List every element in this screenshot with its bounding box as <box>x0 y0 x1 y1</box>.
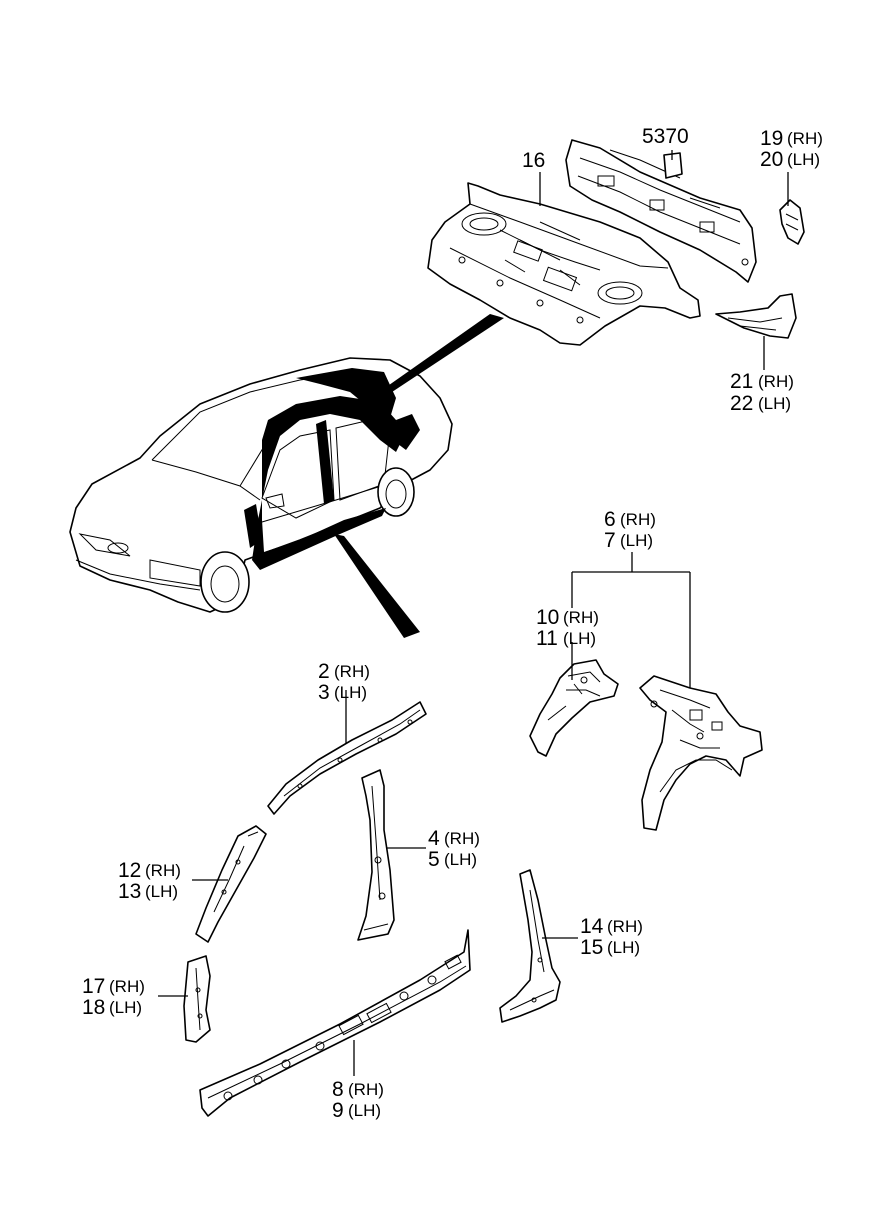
callout-10: 10 <box>536 606 559 629</box>
callout-4-side: (RH) <box>444 829 480 848</box>
callout-6-side: (RH) <box>620 510 656 529</box>
callout-3-side: (LH) <box>334 683 367 702</box>
callout-11-side: (LH) <box>563 629 596 648</box>
callout-2-side: (RH) <box>334 662 370 681</box>
callout-11: 11 <box>536 627 558 650</box>
callout-19-side: (RH) <box>787 129 823 148</box>
callout-9-side: (LH) <box>348 1101 381 1120</box>
callout-22-side: (LH) <box>758 394 791 413</box>
callout-17: 17 <box>82 975 105 998</box>
callout-9: 9 <box>332 1099 344 1122</box>
side-sill-8-9-part[interactable] <box>199 929 471 1117</box>
callout-21-side: (RH) <box>758 372 794 391</box>
callout-13: 13 <box>118 880 141 903</box>
callout-17-side: (RH) <box>109 977 145 996</box>
pointer-to-rear-tray <box>382 314 504 392</box>
bracket-19-20-part[interactable] <box>779 199 805 245</box>
callout-13-side: (LH) <box>145 882 178 901</box>
callout-labels: 16 5370 19 (RH) 20 (LH) 21 (RH) 22 (LH) … <box>82 125 823 1122</box>
callout-12-side: (RH) <box>145 861 181 880</box>
callout-20-side: (LH) <box>787 150 820 169</box>
leader-lines <box>158 150 789 1076</box>
lower-a-pillar-17-18-part[interactable] <box>183 955 211 1043</box>
label-tag-5370-part[interactable] <box>663 152 683 179</box>
car-illustration <box>69 357 453 613</box>
quarter-inner-6-7-part[interactable] <box>639 675 763 831</box>
front-pillar-12-13-part[interactable] <box>195 825 267 943</box>
callout-3: 3 <box>318 681 330 704</box>
callout-5370: 5370 <box>642 125 689 148</box>
callout-7-side: (LH) <box>620 531 653 550</box>
callout-19: 19 <box>760 127 783 150</box>
callout-15: 15 <box>580 936 603 959</box>
center-pillar-4-5-part[interactable] <box>357 769 395 941</box>
callout-18-side: (LH) <box>109 998 142 1017</box>
callout-5-side: (LH) <box>444 850 477 869</box>
callout-22: 22 <box>730 392 753 415</box>
callout-10-side: (RH) <box>563 608 599 627</box>
callout-21: 21 <box>730 370 753 393</box>
pointer-to-side-panels <box>334 534 420 638</box>
callout-14-side: (RH) <box>607 917 643 936</box>
callout-12: 12 <box>118 859 141 882</box>
callout-8-side: (RH) <box>348 1080 384 1099</box>
callout-6: 6 <box>604 508 616 531</box>
rear-package-tray-part[interactable] <box>427 182 701 346</box>
inner-wheelhouse-10-11-part[interactable] <box>529 659 619 757</box>
callout-2: 2 <box>318 660 330 683</box>
roof-rail-2-3-part[interactable] <box>267 701 427 815</box>
extension-21-22-part[interactable] <box>715 293 797 339</box>
callout-16: 16 <box>522 149 545 172</box>
callout-14: 14 <box>580 915 604 938</box>
callout-18: 18 <box>82 996 105 1019</box>
rear-pillar-14-15-part[interactable] <box>499 869 561 1023</box>
callout-5: 5 <box>428 848 440 871</box>
leader-6-7 <box>571 552 691 688</box>
callout-15-side: (LH) <box>607 938 640 957</box>
callout-20: 20 <box>760 148 783 171</box>
callout-8: 8 <box>332 1078 344 1101</box>
callout-4: 4 <box>428 827 440 850</box>
callout-7: 7 <box>604 529 616 552</box>
